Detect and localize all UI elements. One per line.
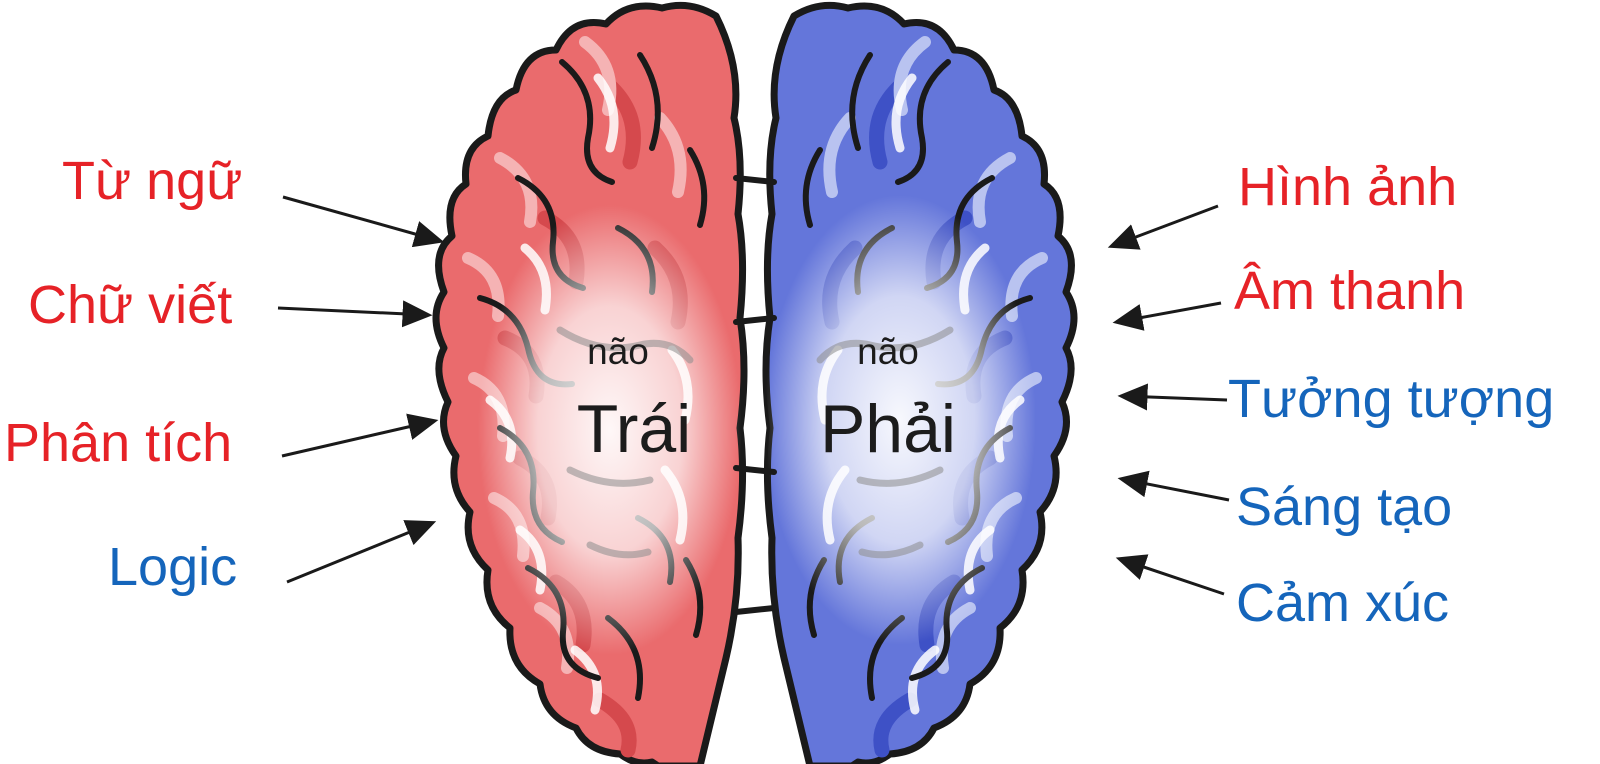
arrows bbox=[277, 195, 1230, 596]
arrow-chu-viet bbox=[277, 300, 433, 328]
right-hemisphere-shape bbox=[764, 5, 1074, 764]
fissure-ticks bbox=[733, 175, 777, 615]
arrow-tu-ngu bbox=[282, 195, 445, 248]
label-chu-viet: Chữ viết bbox=[28, 275, 233, 335]
arrow-sang-tao bbox=[1117, 470, 1230, 502]
arrow-cam-xuc bbox=[1115, 554, 1225, 596]
label-phan-tich: Phân tích bbox=[4, 413, 233, 473]
label-tu-ngu: Từ ngữ bbox=[62, 151, 243, 211]
left-hemisphere-shape bbox=[436, 5, 744, 764]
label-sang-tao: Sáng tạo bbox=[1236, 477, 1453, 537]
arrow-hinh-anh bbox=[1107, 204, 1219, 250]
label-am-thanh: Âm thanh bbox=[1234, 261, 1466, 321]
left-brain-caption-big: Trái bbox=[577, 391, 692, 467]
label-tuong-tuong: Tưởng tượng bbox=[1228, 369, 1555, 429]
arrow-tuong-tuong bbox=[1117, 383, 1228, 411]
arrow-phan-tich bbox=[281, 413, 439, 458]
right-brain-caption-small: não bbox=[857, 331, 919, 372]
left-glow bbox=[478, 205, 742, 655]
right-brain-caption-big: Phải bbox=[820, 391, 956, 467]
label-logic: Logic bbox=[108, 537, 238, 597]
left-brain-caption-small: não bbox=[587, 331, 649, 372]
arrow-am-thanh bbox=[1112, 301, 1222, 331]
right-glow bbox=[766, 195, 1036, 645]
label-hinh-anh: Hình ảnh bbox=[1238, 157, 1458, 217]
arrow-logic bbox=[286, 520, 437, 584]
label-cam-xuc: Cảm xúc bbox=[1236, 573, 1450, 633]
